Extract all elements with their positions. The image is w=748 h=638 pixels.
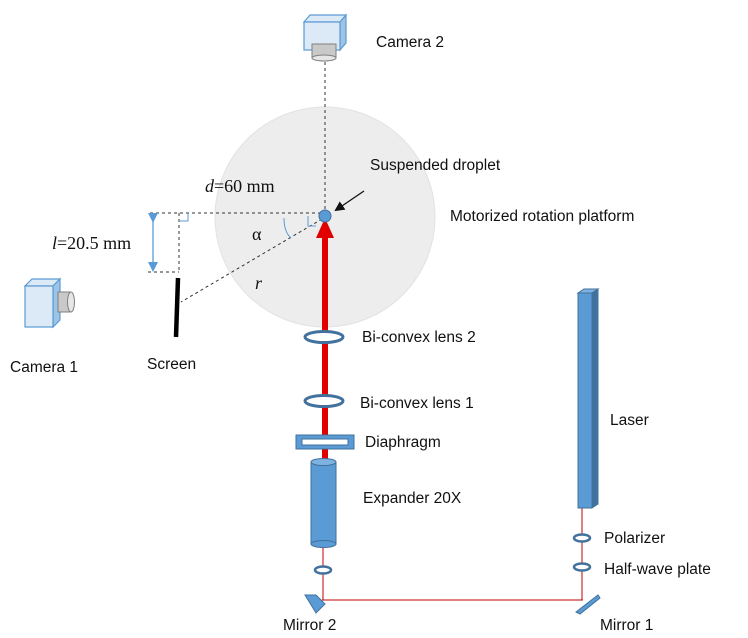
right-angle-marker-droplet <box>307 216 316 227</box>
droplet <box>318 209 332 223</box>
right-angle-marker-left <box>180 213 189 222</box>
motorized-platform-label: Motorized rotation platform <box>450 208 634 225</box>
biconvex-lens-2 <box>303 330 345 344</box>
diaphragm-label: Diaphragm <box>365 434 441 451</box>
diaphragm-component <box>295 434 355 450</box>
suspended-droplet-label: Suspended droplet <box>370 157 501 174</box>
camera2-icon <box>302 13 348 62</box>
expander-label: Expander 20X <box>363 490 462 507</box>
expander-component <box>310 458 337 548</box>
polarizer-label: Polarizer <box>604 530 665 547</box>
polarizer <box>572 533 592 543</box>
droplet-pointer-arrow <box>334 190 365 212</box>
d-label: d=60 mm <box>205 176 275 196</box>
camera1-icon <box>23 277 75 329</box>
half-wave-plate-label: Half-wave plate <box>604 561 711 578</box>
alpha-arc <box>283 217 292 239</box>
d-symbol: d <box>205 176 215 196</box>
camera1-label: Camera 1 <box>10 359 78 376</box>
small-lens-mirror2 <box>313 565 333 575</box>
laser-label: Laser <box>610 412 649 429</box>
l-value: =20.5 mm <box>57 233 131 253</box>
camera2-label: Camera 2 <box>376 34 444 51</box>
lens2-label: Bi-convex lens 2 <box>362 329 476 346</box>
l-label: l=20.5 mm <box>52 233 131 253</box>
d-value: =60 mm <box>214 176 275 196</box>
half-wave-plate <box>572 562 592 572</box>
laser-component <box>576 288 600 509</box>
biconvex-lens-1 <box>303 394 345 408</box>
mirror-2 <box>304 594 326 614</box>
screen-label: Screen <box>147 356 196 373</box>
laser-beam-arrowhead <box>316 218 334 238</box>
mirror1-label: Mirror 1 <box>600 617 653 634</box>
screen-bar <box>173 277 181 338</box>
mirror2-label: Mirror 2 <box>283 617 336 634</box>
l-symbol: l <box>52 233 57 253</box>
lens1-label: Bi-convex lens 1 <box>360 395 474 412</box>
r-label: r <box>255 273 263 293</box>
mirror-1 <box>575 594 601 615</box>
alpha-label: α <box>252 224 262 244</box>
